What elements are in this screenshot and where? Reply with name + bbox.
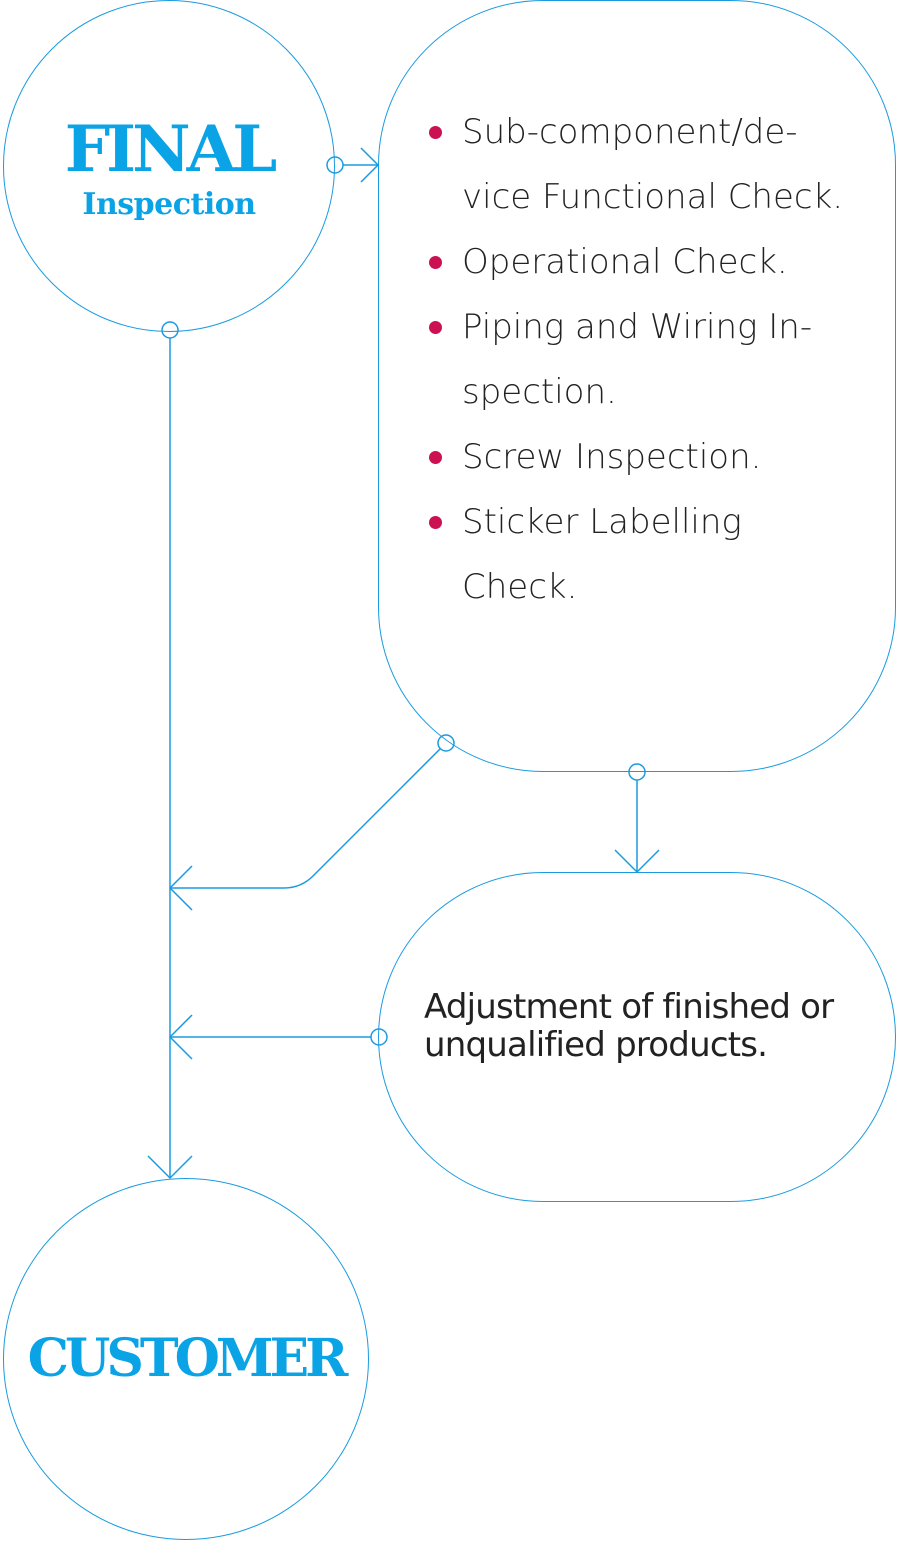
check-item-label: Sticker Labelling Check. [462, 502, 742, 607]
connector-checks-to-trunk [170, 747, 442, 889]
bullet-dot [429, 451, 442, 464]
check-item-functional: Sub-component/de-vice Functional Check. [426, 100, 856, 230]
check-item-label: Sub-component/de-vice Functional Check. [462, 112, 844, 217]
check-item-label: Operational Check. [462, 242, 788, 282]
final-subtitle: Inspection [82, 187, 256, 222]
bullet-dot [429, 321, 442, 334]
adjustment-node [378, 872, 896, 1202]
port-checks-bottom [628, 763, 646, 781]
check-item-label: Screw Inspection. [462, 437, 762, 477]
check-item-operational: Operational Check. [426, 230, 856, 295]
checks-list: Sub-component/de-vice Functional Check. … [426, 100, 856, 620]
check-item-label: Piping and Wiring In-spection. [462, 307, 813, 412]
bullet-dot [429, 126, 442, 139]
final-title: FINAL [64, 112, 278, 187]
arrowhead-trunk-from-adjustment [168, 1014, 193, 1060]
bullet-dot [429, 256, 442, 269]
bullet-dot [429, 516, 442, 529]
arrowhead-trunk-from-checks [168, 865, 193, 911]
final-inspection-node: FINAL Inspection [3, 0, 335, 332]
customer-node: CUSTOMER [3, 1178, 369, 1540]
customer-title: CUSTOMER [27, 1328, 349, 1389]
checks-node [378, 0, 896, 772]
check-item-sticker: Sticker Labelling Check. [426, 490, 856, 620]
adjustment-text: Adjustment of finished or unqualified pr… [424, 987, 834, 1065]
check-item-screw: Screw Inspection. [426, 425, 856, 490]
check-item-piping-wiring: Piping and Wiring In-spection. [426, 295, 856, 425]
